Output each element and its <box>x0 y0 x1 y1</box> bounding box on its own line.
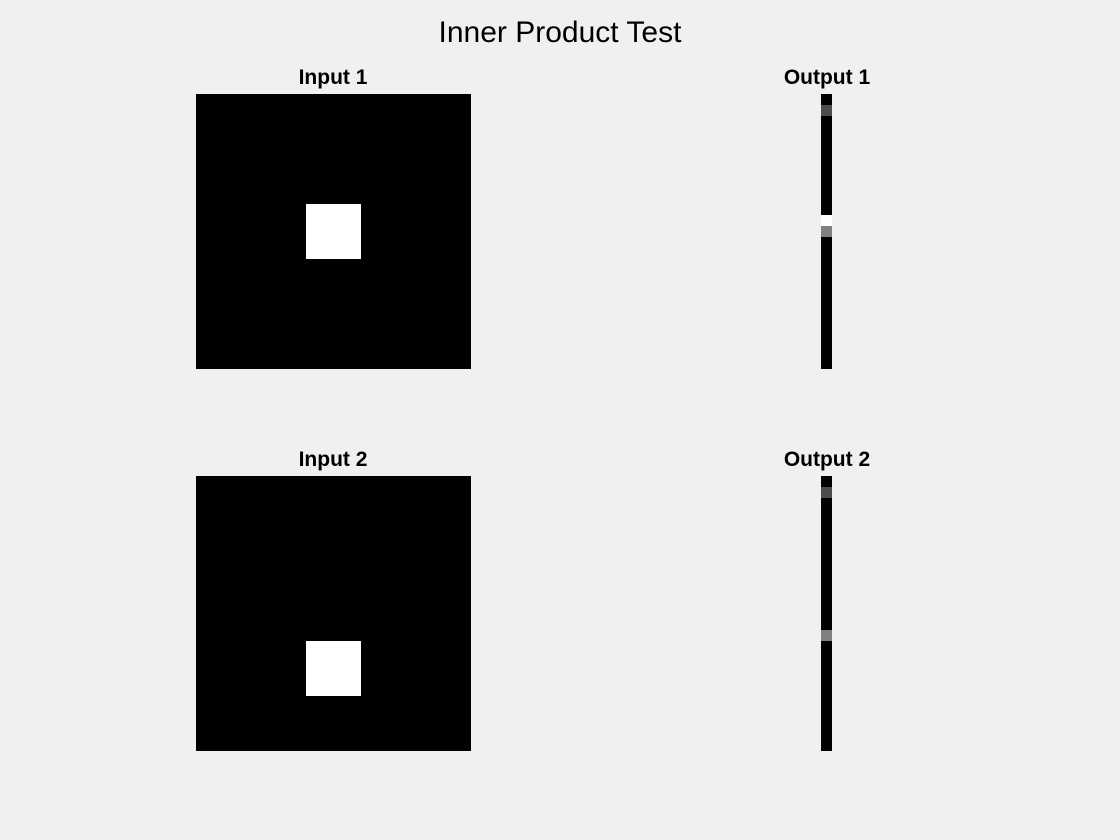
output-1-image <box>821 94 832 369</box>
figure-title: Inner Product Test <box>438 16 682 49</box>
pixel-cell <box>821 226 832 237</box>
pixel-cell <box>821 215 832 226</box>
output-2-title: Output 2 <box>783 448 871 471</box>
pixel-cell <box>821 105 832 116</box>
pixel-cell <box>821 487 832 498</box>
input-1-title: Input 1 <box>298 66 368 89</box>
pixel-cell <box>821 630 832 641</box>
output-1-title: Output 1 <box>783 66 871 89</box>
pixel-cell <box>306 641 361 696</box>
output-2-image <box>821 476 832 751</box>
input-2-title: Input 2 <box>298 448 368 471</box>
pixel-cell <box>306 204 361 259</box>
input-2-image <box>196 476 471 751</box>
input-1-image <box>196 94 471 369</box>
